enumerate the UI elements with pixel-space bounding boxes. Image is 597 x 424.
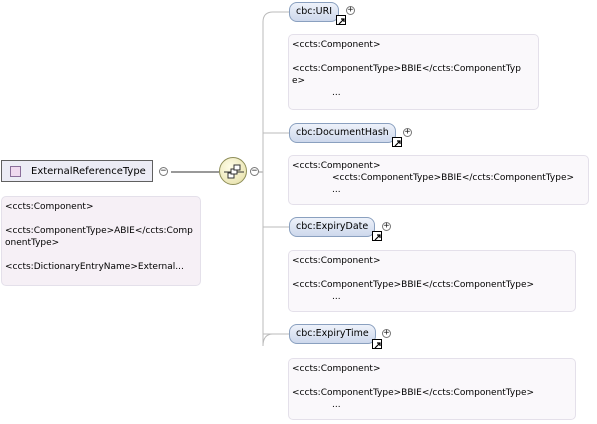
root-annotation: <ccts:Component> <ccts:ComponentType>ABI… [1, 196, 201, 286]
reference-arrow-icon [392, 137, 402, 147]
element-uri-label: cbc:URI [296, 6, 333, 17]
expand-expiry-date-icon[interactable]: + [382, 221, 391, 231]
element-document-hash[interactable]: cbc:DocumentHash [289, 123, 396, 143]
expiry-date-annotation-line-2: <ccts:ComponentType>BBIE</ccts:Component… [292, 280, 535, 290]
expiry-time-annotation: <ccts:Component> <ccts:ComponentType>BBI… [288, 358, 576, 420]
uri-annotation: <ccts:Component> <ccts:ComponentType>BBI… [288, 34, 539, 110]
element-expiry-date[interactable]: cbc:ExpiryDate [289, 217, 376, 237]
element-uri[interactable]: cbc:URI [289, 2, 340, 22]
root-annotation-line-3: <ccts:DictionaryEntryName>External... [5, 262, 184, 272]
sequence-icon [224, 164, 244, 179]
uri-annotation-line-2: <ccts:ComponentType>BBIE</ccts:Component… [292, 64, 521, 74]
reference-arrow-icon [336, 15, 346, 25]
expiry-time-annotation-line-1: <ccts:Component> [292, 364, 381, 374]
expiry-date-annotation-line-1: <ccts:Component> [292, 256, 381, 266]
collapse-sequence-icon[interactable]: − [250, 166, 259, 176]
root-annotation-line-2: <ccts:ComponentType>ABIE</ccts:Component… [5, 226, 193, 248]
sequence-compositor[interactable] [219, 157, 247, 185]
root-element-box[interactable]: ExternalReferenceType [1, 160, 153, 182]
expiry-date-annotation-line-3: ... [332, 292, 341, 302]
complex-type-icon [10, 165, 21, 177]
element-document-hash-label: cbc:DocumentHash [296, 127, 389, 138]
root-element-name: ExternalReferenceType [31, 165, 146, 177]
collapse-root-icon[interactable]: − [159, 166, 168, 176]
document-hash-annotation-line-2: <ccts:ComponentType>BBIE</ccts:Component… [332, 173, 575, 183]
expiry-date-annotation: <ccts:Component> <ccts:ComponentType>BBI… [288, 250, 576, 312]
uri-annotation-line-3: e> [292, 76, 306, 86]
element-expiry-date-label: cbc:ExpiryDate [296, 221, 369, 232]
uri-annotation-line-4: ... [332, 88, 341, 98]
expand-document-hash-icon[interactable]: + [403, 127, 412, 137]
expand-uri-icon[interactable]: + [346, 5, 355, 15]
document-hash-annotation-line-3: ... [332, 185, 341, 195]
reference-arrow-icon [372, 231, 382, 241]
element-expiry-time-label: cbc:ExpiryTime [296, 328, 369, 339]
reference-arrow-icon [372, 339, 382, 349]
uri-annotation-line-1: <ccts:Component> [292, 40, 381, 50]
document-hash-annotation-line-1: <ccts:Component> [292, 161, 381, 171]
expand-expiry-time-icon[interactable]: + [382, 328, 391, 338]
element-expiry-time[interactable]: cbc:ExpiryTime [289, 324, 376, 344]
document-hash-annotation: <ccts:Component> <ccts:ComponentType>BBI… [288, 155, 589, 205]
expiry-time-annotation-line-2: <ccts:ComponentType>BBIE</ccts:Component… [292, 388, 535, 398]
expiry-time-annotation-line-3: ... [332, 400, 341, 410]
root-annotation-line-1: <ccts:Component> [5, 202, 94, 212]
